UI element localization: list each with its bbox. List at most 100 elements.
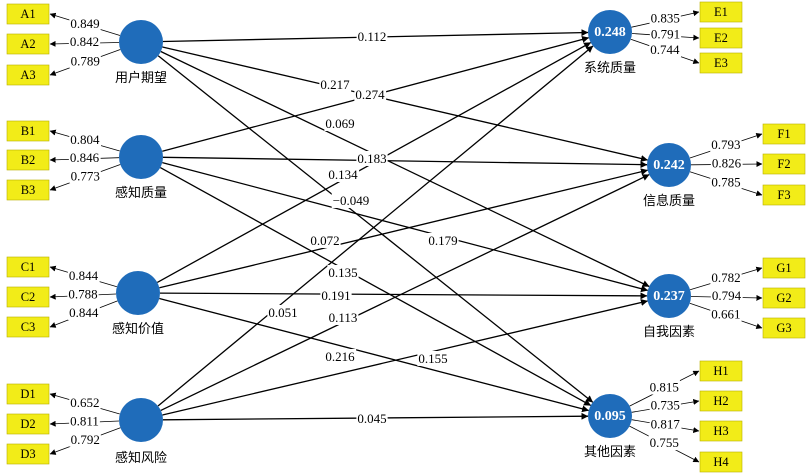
loading-value: 0.815 (650, 379, 679, 394)
construct-node (119, 135, 163, 179)
indicator-box (762, 317, 806, 339)
indicator-label: G2 (776, 291, 791, 305)
construct-node (119, 20, 163, 64)
indicator-box (6, 120, 50, 142)
indicator-box (6, 179, 50, 201)
indicator-label: F3 (777, 188, 790, 202)
indicator-box (6, 316, 50, 338)
indicator-box (699, 1, 743, 23)
loading-value: 0.782 (711, 270, 740, 285)
indicator-box (762, 153, 806, 175)
path-coefficient: 0.179 (428, 233, 457, 248)
construct-label: 系统质量 (584, 61, 636, 76)
indicator-box (699, 27, 743, 49)
path-coefficient: 0.134 (328, 167, 358, 182)
path-coefficient: 0.274 (355, 87, 385, 102)
indicator-box (6, 33, 50, 55)
loading-value: 0.826 (712, 155, 742, 170)
r-squared-value: 0.095 (594, 409, 626, 424)
indicator-box (699, 360, 743, 382)
construct-node (588, 10, 632, 54)
indicator-box (699, 52, 743, 74)
indicator-box (6, 413, 50, 435)
indicator-label: B1 (21, 124, 36, 138)
construct-node (647, 274, 691, 318)
path-coefficient: 0.069 (325, 116, 354, 131)
path-perceived_quality-to-other_factor (159, 167, 592, 406)
construct-label: 用户期望 (115, 70, 167, 86)
construct-node (647, 143, 691, 187)
path-user_expectation-to-other_factor (157, 55, 594, 403)
loading-value: 0.773 (71, 168, 100, 183)
path-coefficient: 0.191 (321, 288, 350, 303)
loading-value: 0.789 (71, 53, 100, 68)
indicator-label: F2 (777, 157, 790, 171)
loading-value: 0.793 (711, 137, 740, 152)
indicator-label: D1 (20, 387, 35, 401)
indicator-label: D2 (20, 417, 35, 431)
loading-value: 0.844 (69, 268, 99, 283)
indicator-label: A2 (20, 37, 35, 51)
path-perceived_risk-to-self_factor (162, 299, 648, 416)
indicator-label: E1 (714, 5, 728, 19)
path-perceived_quality-to-info_quality (162, 156, 648, 169)
indicator-box (762, 123, 806, 145)
construct-label: 感知风险 (115, 450, 167, 466)
loading-value: 0.849 (70, 16, 99, 31)
indicator-box (6, 383, 50, 405)
loading-value: 0.804 (70, 132, 100, 147)
loading-value: 0.846 (70, 150, 100, 165)
indicator-box (762, 257, 806, 279)
loading-value: 0.791 (651, 27, 680, 42)
indicator-box (762, 184, 806, 206)
indicator-box (762, 287, 806, 309)
indicator-box (699, 451, 743, 473)
indicator-label: A3 (20, 68, 35, 82)
path-perceived_quality-to-self_factor (162, 161, 649, 293)
loading-value: 0.788 (68, 286, 97, 301)
indicator-label: H1 (713, 364, 728, 378)
loading-value: 0.744 (650, 42, 680, 57)
loading-value: 0.661 (711, 307, 740, 322)
loading-value: 0.652 (70, 395, 99, 410)
indicator-box (699, 390, 743, 412)
loading-value: 0.835 (651, 11, 680, 26)
construct-label: 感知质量 (115, 185, 167, 201)
construct-node (588, 394, 632, 438)
loading-value: 0.735 (651, 398, 680, 413)
indicator-box (6, 286, 50, 308)
path-coefficient: −0.049 (333, 193, 370, 208)
indicator-box (6, 64, 50, 86)
indicator-box (699, 420, 743, 442)
indicator-box (6, 3, 50, 25)
r-squared-value: 0.242 (653, 158, 685, 173)
path-perceived_value-to-self_factor (159, 292, 648, 300)
indicator-box (6, 256, 50, 278)
path-perceived_value-to-info_quality (159, 168, 648, 289)
indicator-label: F1 (777, 127, 790, 141)
indicator-label: H3 (713, 424, 728, 438)
indicator-label: H4 (713, 455, 729, 469)
loading-value: 0.794 (712, 288, 742, 303)
path-perceived_risk-to-info_quality (160, 174, 650, 411)
path-coefficient: 0.183 (357, 151, 386, 166)
loading-value: 0.811 (70, 413, 99, 428)
r-squared-value: 0.248 (594, 25, 626, 40)
indicator-label: E2 (714, 31, 728, 45)
construct-label: 信息质量 (643, 193, 695, 209)
constructs: 用户期望感知质量感知价值感知风险0.248系统质量0.242信息质量0.237自… (112, 10, 695, 466)
loading-value: 0.817 (651, 416, 681, 431)
loading-value: 0.755 (650, 435, 679, 450)
path-coefficient: 0.051 (268, 305, 297, 320)
construct-node (119, 398, 163, 442)
path-user_expectation-to-self_factor (160, 50, 650, 288)
path-coefficient: 0.072 (310, 233, 339, 248)
indicator-label: A1 (20, 7, 35, 21)
path-coefficient: 0.216 (325, 349, 355, 364)
indicator-label: C2 (21, 290, 36, 304)
indicator-label: C3 (21, 320, 36, 334)
indicator-label: B3 (21, 183, 36, 197)
path-coefficient: 0.112 (358, 29, 387, 44)
construct-node (116, 271, 160, 315)
